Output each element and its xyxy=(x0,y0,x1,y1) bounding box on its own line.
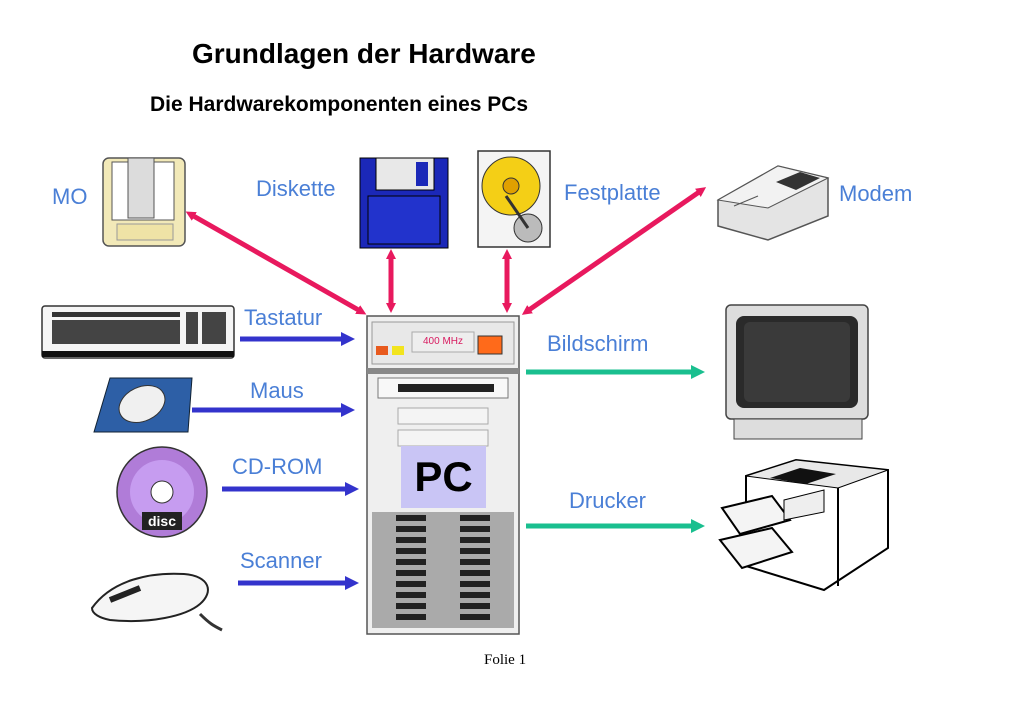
arrow-mo-pc xyxy=(185,211,367,315)
keyboard-icon xyxy=(41,305,235,359)
page-title: Grundlagen der Hardware xyxy=(192,38,536,69)
slide-footer: Folie 1 xyxy=(484,652,527,668)
label-cdrom: CD-ROM xyxy=(232,454,323,479)
page-subtitle: Die Hardwarekomponenten eines PCs xyxy=(150,93,529,116)
label-drucker: Drucker xyxy=(569,488,647,513)
cdrom-icon: disc xyxy=(116,446,208,538)
cd-logo-text: disc xyxy=(148,513,176,529)
mo-drive-icon xyxy=(102,157,186,247)
label-modem: Modem xyxy=(839,181,913,206)
label-bildschirm: Bildschirm xyxy=(547,331,649,356)
diskette-icon xyxy=(359,157,449,249)
cpu-speed-label: 400 MHz xyxy=(422,336,463,347)
label-diskette: Diskette xyxy=(256,176,336,201)
label-maus: Maus xyxy=(250,378,304,403)
label-scanner: Scanner xyxy=(240,548,322,573)
label-tastatur: Tastatur xyxy=(244,305,323,330)
mouse-icon xyxy=(93,377,193,433)
pc-label: PC xyxy=(401,446,486,508)
label-mo: MO xyxy=(52,184,88,209)
monitor-icon xyxy=(725,304,869,440)
scanner-icon xyxy=(90,572,223,632)
modem-icon xyxy=(716,165,830,241)
printer-icon xyxy=(718,458,889,592)
pc-tower-icon xyxy=(366,315,520,635)
harddisk-icon xyxy=(477,150,551,248)
label-festplatte: Festplatte xyxy=(564,180,661,205)
arrow-modem-pc xyxy=(521,187,707,315)
